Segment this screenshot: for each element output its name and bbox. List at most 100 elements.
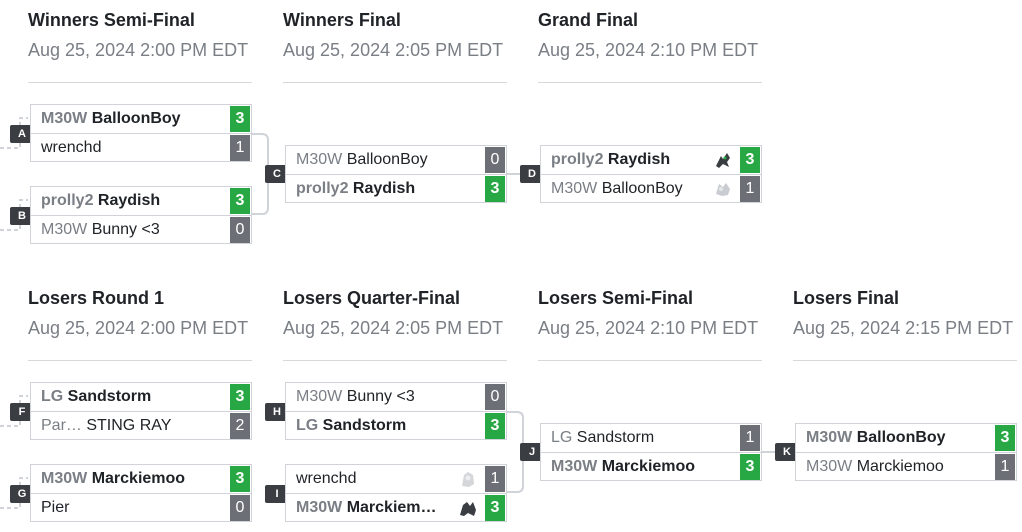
player-row[interactable]: prolly2 Raydish 3 <box>541 146 761 175</box>
round-divider <box>538 82 762 83</box>
match-card[interactable]: LG Sandstorm 3 Par… STING RAY 2 <box>30 382 252 440</box>
match-card[interactable]: wrenchd 1 M30W Marckiem… 3 <box>285 464 507 522</box>
player-row[interactable]: M30W BalloonBoy 3 <box>31 105 251 134</box>
team-prefix: M30W <box>806 429 853 446</box>
player-name: Marckiemoo <box>91 470 186 487</box>
score: 2 <box>230 413 250 439</box>
player-name: STING RAY <box>86 417 172 434</box>
player-name: BalloonBoy <box>346 151 428 168</box>
round-date: Aug 25, 2024 2:15 PM EDT <box>793 318 1014 338</box>
round-date: Aug 25, 2024 2:05 PM EDT <box>283 318 504 338</box>
score: 0 <box>230 217 250 243</box>
team-prefix: M30W <box>41 110 88 127</box>
match-card[interactable]: M30W Marckiemoo 3 Pier 0 <box>30 464 252 522</box>
score: 3 <box>230 466 250 492</box>
team-prefix: Par… <box>41 417 82 434</box>
player-row[interactable]: wrenchd 1 <box>31 134 251 162</box>
match-card[interactable]: M30W Bunny <3 0 LG Sandstorm 3 <box>285 382 507 440</box>
match-card[interactable]: M30W BalloonBoy 3 M30W Marckiemoo 1 <box>795 423 1017 481</box>
player-name: Raydish <box>607 151 671 168</box>
player-name: Raydish <box>97 192 161 209</box>
dark-character-icon <box>716 153 730 168</box>
player-name: wrenchd <box>41 139 102 156</box>
score: 1 <box>485 466 505 492</box>
player-name: Sandstorm <box>67 388 152 405</box>
team-prefix: LG <box>296 417 319 434</box>
score: 3 <box>485 413 505 439</box>
player-row[interactable]: wrenchd 1 <box>286 465 506 494</box>
round-title: Grand Final <box>538 10 639 30</box>
player-row[interactable]: prolly2 Raydish 3 <box>31 187 251 216</box>
player-row[interactable]: LG Sandstorm 1 <box>541 424 761 453</box>
round-title: Winners Final <box>283 10 401 30</box>
score: 0 <box>485 384 505 410</box>
player-row[interactable]: M30W BalloonBoy 0 <box>286 146 506 175</box>
player-row[interactable]: M30W Marckiemoo 1 <box>796 453 1016 481</box>
player-name: Marckiemoo <box>856 458 944 475</box>
round-date: Aug 25, 2024 2:10 PM EDT <box>538 318 759 338</box>
team-prefix: prolly2 <box>296 180 349 197</box>
player-row[interactable]: M30W BalloonBoy 3 <box>796 424 1016 453</box>
match-card[interactable]: LG Sandstorm 1 M30W Marckiemoo 3 <box>540 423 762 481</box>
round-divider <box>538 360 762 361</box>
round-date: Aug 25, 2024 2:00 PM EDT <box>28 318 249 338</box>
player-row[interactable]: M30W Bunny <3 0 <box>286 383 506 412</box>
round-divider <box>793 360 1017 361</box>
score: 3 <box>995 425 1015 451</box>
player-name: Raydish <box>352 180 416 197</box>
score: 0 <box>230 495 250 521</box>
player-name: BalloonBoy <box>856 429 946 446</box>
team-prefix: M30W <box>41 470 88 487</box>
match-card[interactable]: M30W BalloonBoy 3 wrenchd 1 <box>30 104 252 162</box>
player-name: Bunny <3 <box>91 221 160 238</box>
player-row[interactable]: Par… STING RAY 2 <box>31 412 251 440</box>
team-prefix: M30W <box>296 499 343 516</box>
score: 1 <box>740 176 760 202</box>
player-row[interactable]: M30W Bunny <3 0 <box>31 216 251 244</box>
team-prefix: M30W <box>296 388 343 405</box>
round-title: Losers Semi-Final <box>538 288 694 308</box>
score: 1 <box>740 425 760 451</box>
match-card[interactable]: M30W BalloonBoy 0 prolly2 Raydish 3 <box>285 145 507 203</box>
round-title: Winners Semi-Final <box>28 10 195 30</box>
round-divider <box>283 82 507 83</box>
player-row[interactable]: M30W Marckiem… 3 <box>286 494 506 522</box>
player-row[interactable]: M30W Marckiemoo 3 <box>541 453 761 481</box>
match-card[interactable]: prolly2 Raydish 3 M30W BalloonBoy 1 <box>540 145 762 203</box>
round-divider <box>28 82 252 83</box>
player-row[interactable]: LG Sandstorm 3 <box>286 412 506 440</box>
score: 3 <box>740 147 760 173</box>
round-divider <box>28 360 252 361</box>
player-row[interactable]: M30W BalloonBoy 1 <box>541 175 761 203</box>
player-name: BalloonBoy <box>601 180 683 197</box>
team-prefix: LG <box>551 429 573 446</box>
score: 3 <box>485 176 505 202</box>
player-name: Pier <box>41 499 70 516</box>
score: 1 <box>995 454 1015 480</box>
player-row[interactable]: M30W Marckiemoo 3 <box>31 465 251 494</box>
player-name: BalloonBoy <box>91 110 181 127</box>
player-name: Sandstorm <box>576 429 655 446</box>
match-card[interactable]: prolly2 Raydish 3 M30W Bunny <3 0 <box>30 186 252 244</box>
team-prefix: M30W <box>806 458 853 475</box>
player-row[interactable]: LG Sandstorm 3 <box>31 383 251 412</box>
team-prefix: M30W <box>551 458 598 475</box>
light-character-icon <box>462 472 474 487</box>
score: 3 <box>230 106 250 132</box>
dark-character-icon <box>460 502 476 516</box>
round-divider <box>283 360 507 361</box>
player-row[interactable]: Pier 0 <box>31 494 251 522</box>
round-date: Aug 25, 2024 2:00 PM EDT <box>28 40 249 60</box>
team-prefix: M30W <box>296 151 343 168</box>
team-prefix: M30W <box>551 180 598 197</box>
player-name: Bunny <3 <box>346 388 415 405</box>
team-prefix: M30W <box>41 221 88 238</box>
player-name: Marckiemoo <box>601 458 696 475</box>
round-date: Aug 25, 2024 2:10 PM EDT <box>538 40 759 60</box>
light-character-icon <box>716 183 730 196</box>
score: 3 <box>485 495 505 521</box>
score: 1 <box>230 135 250 161</box>
score: 0 <box>485 147 505 173</box>
team-prefix: LG <box>41 388 64 405</box>
player-row[interactable]: prolly2 Raydish 3 <box>286 175 506 203</box>
